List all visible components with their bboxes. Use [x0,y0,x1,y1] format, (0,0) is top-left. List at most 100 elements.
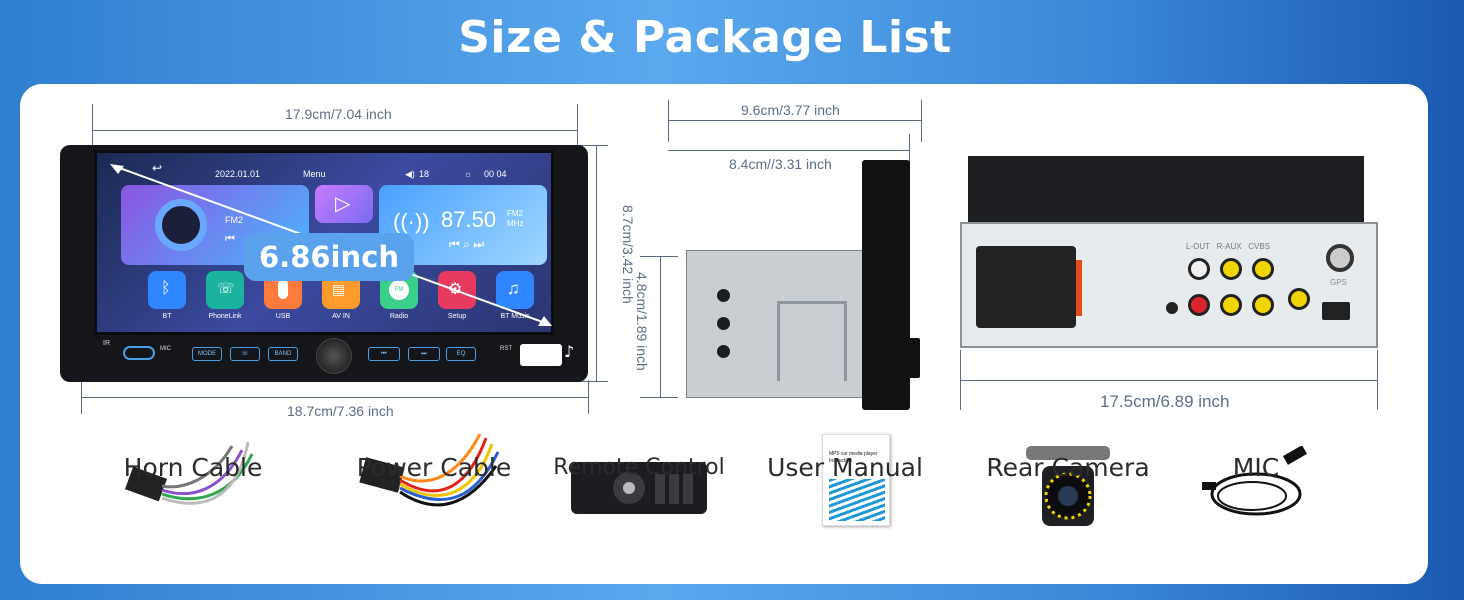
fm-icon: FM [389,280,409,300]
dim-tick [640,256,678,257]
dim-rear-width: 17.5cm/6.89 inch [1100,392,1230,411]
gps-port [1326,244,1354,272]
eq-button[interactable]: EQ [446,347,476,361]
app-phonelink[interactable]: ☏ [206,271,244,309]
screen-size-badge: 6.86inch [244,233,414,281]
radio-unit: MHz [507,219,524,228]
remote-control-icon [571,462,707,514]
rca-yellow-port [1252,294,1274,316]
app-label-usb: USB [275,313,291,320]
rca-yellow-port [1220,294,1242,316]
dim-line-side-height [660,256,661,398]
dim-tick [909,134,910,164]
radio-controls-icon[interactable]: ⏮ ⌕ ⏭ [449,237,484,251]
band-button[interactable]: BAND [268,347,298,361]
dim-tick [578,381,608,382]
iso-connector [976,246,1076,328]
dim-line-side-outer [668,120,922,121]
rst-label: RST [500,346,512,352]
app-bt[interactable]: ᛒ [148,271,186,309]
film-icon: ▤ [332,281,346,297]
dim-side-height: 4.8cm/1.89 inch [634,272,650,371]
volume-knob[interactable] [316,338,352,374]
gps-label: GPS [1330,278,1347,287]
usb-c-port[interactable] [123,346,155,360]
app-label-radio: Radio [389,313,409,320]
dim-tick [92,104,93,148]
dim-front-width-bottom: 18.7cm/7.36 inch [287,403,394,419]
aux-jack [1166,302,1178,314]
chassis-bracket [777,301,847,381]
dim-tick [578,145,608,146]
dim-tick [668,100,669,142]
side-chassis [686,250,886,398]
play-icon: ▷ [335,193,351,215]
app-label-phonelink: PhoneLink [208,313,242,320]
rear-label-raux: R-AUX [1216,242,1242,251]
rca-yellow-port [1252,258,1274,280]
remote-ok-button [623,482,635,494]
package-label-remote-control: Remote Control [553,455,725,480]
package-label-horn-cable: Horn Cable [123,453,263,482]
music-note-icon: ♫ [507,279,520,298]
music-band: FM2 [225,215,243,225]
radio-frequency: 87.50 [441,207,497,232]
play-widget[interactable]: ▷ [315,185,373,223]
dim-side-depth-outer: 9.6cm/3.77 inch [741,102,840,118]
fuse [1076,260,1082,316]
dim-tick [588,380,589,414]
screen-date: 2022.01.01 [215,169,261,179]
app-btmusic[interactable]: ♫ [496,271,534,309]
call-button[interactable]: ☏ [230,347,260,361]
phonelink-icon: ☏ [217,280,235,296]
ir-label: IR [103,340,110,347]
bluetooth-icon: ᛒ [161,280,171,297]
dim-tick [577,104,578,148]
screen-volume: 18 [419,169,430,179]
mic-label: MIC [160,346,171,352]
mount-hole [717,345,730,358]
next-button[interactable]: ⏭ [408,347,440,361]
mount-hole [717,289,730,302]
radio-band: FM2 [507,209,523,218]
manual-cover-art [829,479,885,521]
mic-icon [1202,446,1308,516]
rear-port-labels: L-OUT R-AUX CVBS [1186,242,1270,251]
dim-line-front-bottom [81,397,589,398]
mode-button[interactable]: MODE [192,347,222,361]
dim-tick [1377,350,1378,410]
power-cable-icon [359,433,500,507]
side-knob [906,338,920,378]
rca-yellow-port [1288,288,1310,310]
rear-camera-icon [1026,446,1110,526]
back-arrow-icon[interactable]: ↩ [152,161,163,175]
radio-signal-icon: ((·)) [393,209,430,234]
rca-red-port [1188,294,1210,316]
manual-cover-title: MP5 car media player Instruction [829,451,878,464]
dim-tick [960,350,961,410]
rear-usb-port [1322,302,1350,320]
dim-line-rear [960,380,1378,381]
app-label-avin: AV IN [332,313,350,320]
package-label-power-cable: Power Cable [356,453,512,482]
side-faceplate [862,160,910,410]
volume-icon: ◀) [405,169,415,179]
dim-line-side-inner [668,150,910,151]
app-label-setup: Setup [447,313,467,320]
horn-cable-icon [124,441,254,505]
app-label-btmusic: BT Music [500,313,530,320]
prev-button[interactable]: ⏮ [368,347,400,361]
dim-line-front-height [596,145,597,382]
prev-icon[interactable]: ⏮ [225,233,235,245]
rear-label-cvbs: CVBS [1248,242,1271,251]
disc-icon [155,199,207,251]
screen-menu[interactable]: Menu [303,169,326,179]
package-label-user-manual: User Manual [767,453,923,482]
app-label-bt: BT [162,313,172,320]
dim-front-width-top: 17.9cm/7.04 inch [285,106,392,122]
screen-clock: 00 04 [484,169,507,179]
package-label-rear-camera: Rear Camera [986,453,1150,482]
dim-tick [640,397,678,398]
dim-tick [921,100,922,142]
usb-port[interactable] [520,344,562,366]
